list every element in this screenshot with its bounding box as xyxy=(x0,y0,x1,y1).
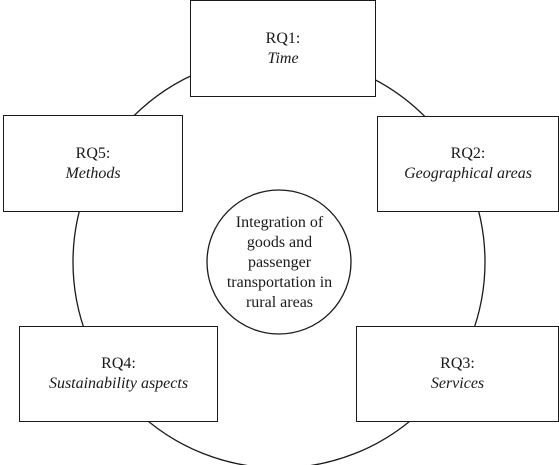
center-circle xyxy=(206,189,352,335)
rq3-topic: Services xyxy=(430,375,485,392)
rq2-topic: Geographical areas xyxy=(404,165,532,182)
center-topic-text: Integration of goods and passenger trans… xyxy=(226,213,333,311)
rq1-label: RQ1: xyxy=(265,29,301,47)
rq5-box: RQ5: Methods xyxy=(3,115,183,212)
rq5-label: RQ5: xyxy=(75,144,111,162)
rq4-label: RQ4: xyxy=(101,355,136,372)
rq4-box: RQ4: Sustainability aspects xyxy=(19,326,218,422)
rq2-label: RQ2: xyxy=(450,145,486,162)
rq1-topic: Time xyxy=(267,49,299,67)
center-topic: Integration of goods and passenger trans… xyxy=(207,190,352,335)
rq3-label: RQ3: xyxy=(440,355,475,372)
rq4-topic: Sustainability aspects xyxy=(48,375,189,392)
rq1-box: RQ1: Time xyxy=(190,0,376,97)
rq5-topic: Methods xyxy=(65,164,121,182)
rq3-box: RQ3: Services xyxy=(356,326,559,422)
rq2-box: RQ2: Geographical areas xyxy=(377,116,559,212)
